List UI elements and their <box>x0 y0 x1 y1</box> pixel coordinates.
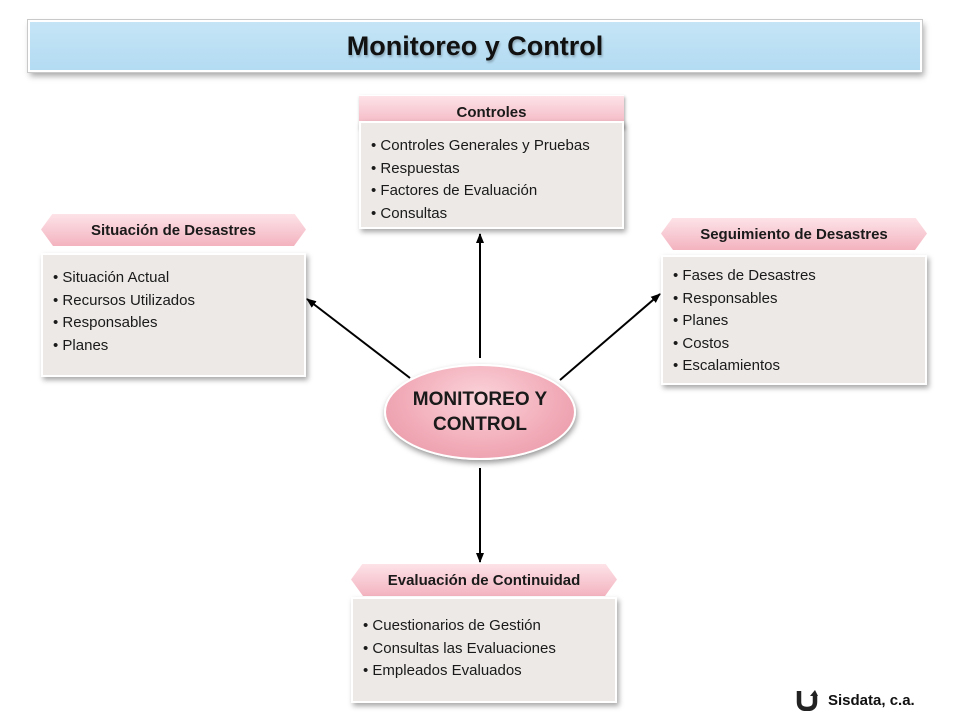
u-arrow-icon <box>796 690 818 711</box>
list-item: Planes <box>53 335 296 358</box>
page-title: Monitoreo y Control <box>346 30 604 61</box>
evaluacion-header: Evaluación de Continuidad <box>351 563 617 596</box>
situacion-list: Situación Actual Recursos Utilizados Res… <box>43 255 304 357</box>
arrow-to-seguimiento <box>559 293 661 381</box>
list-item: Planes <box>673 310 917 333</box>
list-item: Recursos Utilizados <box>53 290 296 313</box>
list-item: Fases de Desastres <box>673 265 917 288</box>
center-node: MONITOREO Y CONTROL <box>384 364 576 460</box>
seguimiento-body: Fases de Desastres Responsables Planes C… <box>661 255 927 385</box>
list-item: Respuestas <box>371 158 614 181</box>
situacion-header: Situación de Desastres <box>41 213 306 246</box>
seguimiento-header: Seguimiento de Desastres <box>661 217 927 250</box>
company-name: Sisdata, c.a. <box>828 691 915 709</box>
list-item: Factores de Evaluación <box>371 180 614 203</box>
seguimiento-box: Seguimiento de Desastres Fases de Desast… <box>661 217 927 385</box>
situacion-body: Situación Actual Recursos Utilizados Res… <box>41 253 306 377</box>
list-item: Controles Generales y Pruebas <box>371 135 614 158</box>
evaluacion-body: Cuestionarios de Gestión Consultas las E… <box>351 597 617 703</box>
controles-list: Controles Generales y Pruebas Respuestas… <box>361 123 622 225</box>
arrow-to-situacion <box>306 298 411 379</box>
list-item: Consultas <box>371 203 614 226</box>
center-label: MONITOREO Y CONTROL <box>412 389 548 435</box>
title-banner: Monitoreo y Control <box>27 19 923 73</box>
controles-body: Controles Generales y Pruebas Respuestas… <box>359 121 624 229</box>
controles-box: Controles Controles Generales y Pruebas … <box>359 95 624 235</box>
list-item: Escalamientos <box>673 355 917 378</box>
list-item: Responsables <box>53 312 296 335</box>
list-item: Cuestionarios de Gestión <box>363 615 607 638</box>
seguimiento-list: Fases de Desastres Responsables Planes C… <box>663 257 925 378</box>
footer-brand: Sisdata, c.a. <box>796 686 915 714</box>
list-item: Consultas las Evaluaciones <box>363 638 607 661</box>
evaluacion-box: Evaluación de Continuidad Cuestionarios … <box>351 563 617 703</box>
list-item: Empleados Evaluados <box>363 660 607 683</box>
evaluacion-list: Cuestionarios de Gestión Consultas las E… <box>353 599 615 683</box>
list-item: Responsables <box>673 288 917 311</box>
situacion-box: Situación de Desastres Situación Actual … <box>41 213 306 377</box>
list-item: Costos <box>673 333 917 356</box>
list-item: Situación Actual <box>53 267 296 290</box>
